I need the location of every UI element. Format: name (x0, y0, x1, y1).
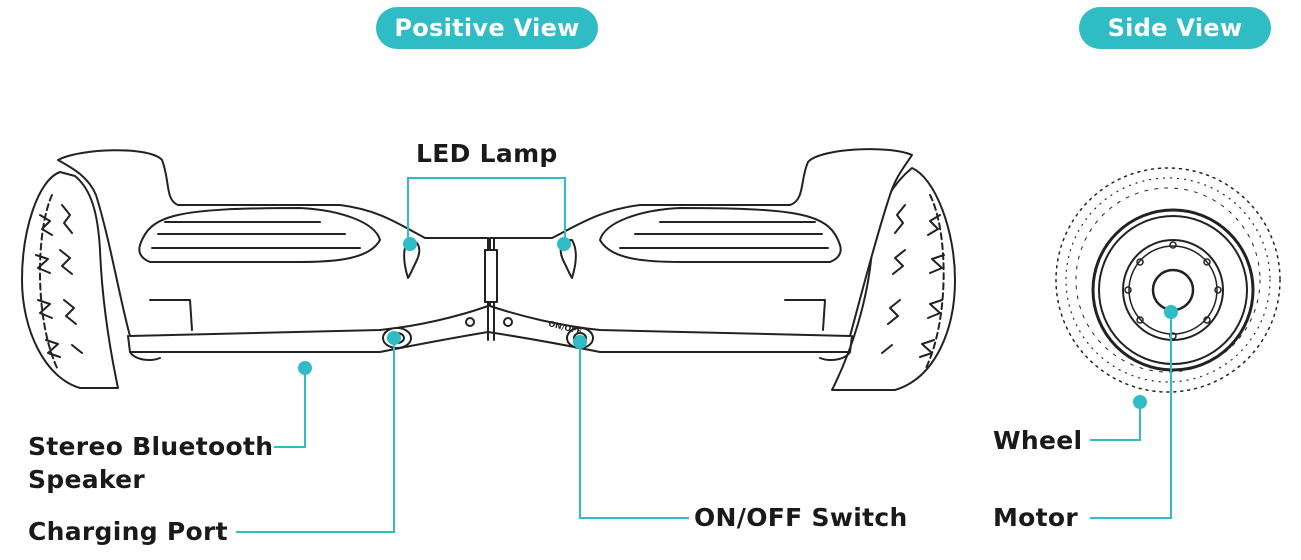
wheel-label: Wheel (993, 426, 1083, 455)
speaker-callout (274, 368, 306, 448)
wheel-dot (1133, 395, 1147, 409)
side-view-badge: Side View (1079, 7, 1271, 49)
right-foot-pad (599, 207, 842, 263)
left-foot-pad (138, 207, 381, 263)
side-view-wheel-illustration (1055, 167, 1281, 393)
wheel-callout (1090, 402, 1141, 441)
lower-body (127, 331, 853, 353)
led-lamp-callout (407, 177, 566, 246)
right-fender (489, 148, 913, 337)
speaker-label-line1: Stereo Bluetooth (28, 432, 274, 461)
motor-callout (1090, 312, 1172, 519)
on-off-switch-dot (573, 335, 587, 349)
led-lamp-dot-right (557, 237, 571, 251)
wheel-rim (1091, 208, 1255, 372)
motor-label: Motor (993, 503, 1079, 532)
charging-port-callout (236, 338, 395, 533)
motor-dot (1164, 305, 1178, 319)
charging-port-label: Charging Port (28, 517, 228, 546)
charging-port-dot (387, 331, 401, 345)
left-led-lamp (403, 239, 421, 279)
wheel-tread-outer (1055, 167, 1281, 393)
callout-dots (298, 237, 1178, 409)
on-off-switch-callout (579, 342, 689, 519)
speaker-label-line2: Speaker (28, 465, 146, 494)
left-wheel (21, 171, 119, 389)
led-lamp-label: LED Lamp (416, 139, 558, 168)
on-off-switch-label: ON/OFF Switch (694, 503, 908, 532)
callout-lines (236, 177, 1172, 533)
hoverboard-front-illustration (21, 148, 956, 391)
positive-view-badge: Positive View (376, 7, 598, 49)
speaker-dot (298, 361, 312, 375)
led-lamp-dot-left (403, 237, 417, 251)
motor-hub (1151, 268, 1195, 312)
